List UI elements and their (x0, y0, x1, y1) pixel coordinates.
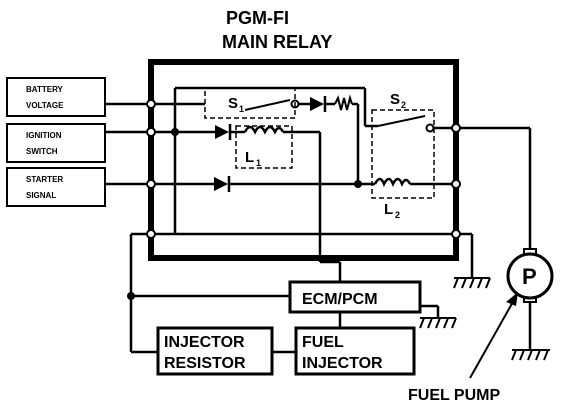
s1-letter: S (228, 95, 238, 112)
l1-letter: L (245, 149, 254, 166)
fuel-injector-line1: FUEL (302, 334, 344, 351)
injector-resistor-line1: INJECTOR (164, 334, 245, 351)
title-line-1: PGM-FI (226, 8, 289, 28)
s2-switch-box (371, 109, 435, 199)
l2-coil-winding (373, 177, 412, 188)
s1-subscript: 1 (239, 104, 244, 114)
fuel-injector-box: FUEL INJECTOR (294, 326, 416, 376)
l1-coil-winding (243, 125, 285, 135)
s2-contact-blade (377, 115, 426, 127)
s2-subscript: 2 (401, 100, 406, 110)
fuel-injector-line2: INJECTOR (302, 355, 383, 372)
input-starter-line1: STARTER (26, 175, 63, 184)
fuel-pump-label: FUEL PUMP (408, 387, 500, 404)
diode-ignition (215, 124, 232, 140)
diode-starter (214, 176, 231, 192)
input-starter-signal: STARTER SIGNAL (6, 167, 106, 207)
ground-symbol-relay (453, 277, 491, 289)
resistor-symbol (334, 94, 353, 111)
l1-subscript: 1 (256, 158, 261, 168)
relay-internal-wiring (151, 86, 532, 278)
input-starter-line2: SIGNAL (26, 191, 56, 200)
input-ignition-switch: IGNITION SWITCH (6, 123, 106, 163)
l1-coil-box (235, 125, 293, 169)
input-wires (105, 102, 151, 186)
input-battery-line2: VOLTAGE (26, 101, 64, 110)
main-relay-box (148, 59, 459, 261)
ecm-pcm-box: ECM/PCM (288, 280, 422, 314)
title-line-2: MAIN RELAY (222, 32, 332, 52)
l2-letter: L (384, 201, 393, 218)
fuel-pump-arrow (469, 292, 518, 379)
s1-contact-blade (244, 99, 291, 111)
input-ignition-line1: IGNITION (26, 131, 62, 140)
input-battery-line1: BATTERY (26, 85, 64, 94)
input-ignition-line2: SWITCH (26, 147, 58, 156)
junction-dots (127, 128, 362, 300)
fuel-pump-motor: P (506, 248, 554, 303)
s1-switch-box (204, 87, 296, 119)
pump-symbol-letter: P (522, 264, 537, 289)
s2-letter: S (390, 91, 400, 108)
diode-s2-feed (310, 96, 327, 112)
input-battery-voltage: BATTERY VOLTAGE (6, 77, 106, 117)
ecm-pcm-label: ECM/PCM (302, 291, 378, 308)
injector-resistor-line2: RESISTOR (164, 355, 246, 372)
l2-subscript: 2 (395, 210, 400, 220)
ground-symbol-pump (511, 349, 550, 361)
ground-symbol-ecm (419, 317, 457, 329)
terminal-circles (146, 99, 461, 239)
injector-resistor-box: INJECTOR RESISTOR (156, 326, 274, 376)
